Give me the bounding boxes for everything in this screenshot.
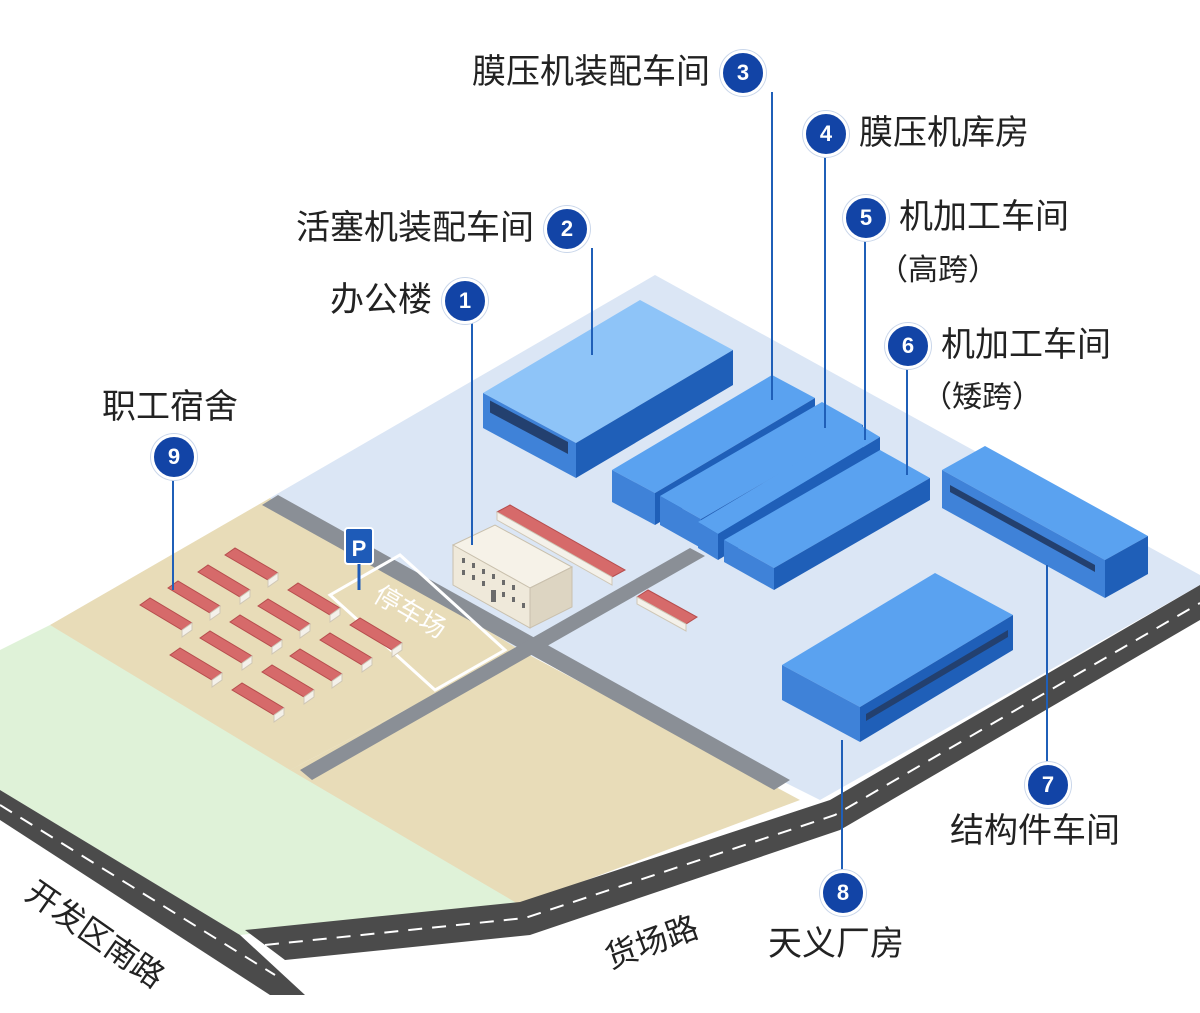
dorm-houses	[139, 547, 403, 723]
road-huochang	[245, 585, 1200, 960]
callout-piston-assembly[interactable]: 活塞机装配车间 2	[296, 206, 590, 252]
inner-road-south	[300, 548, 705, 780]
facility-badge-4: 4	[803, 111, 849, 157]
facility-badge-2: 2	[544, 206, 590, 252]
facility-name-8: 天义厂房	[768, 924, 904, 964]
facility-sub-6: （矮跨）	[922, 380, 1042, 415]
facility-name-1: 办公楼	[330, 280, 432, 321]
callout-diaphragm-assembly[interactable]: 膜压机装配车间 3	[472, 50, 766, 96]
facility-name-6: 机加工车间	[941, 325, 1111, 366]
facility-name-9: 职工宿舍	[102, 387, 238, 427]
facility-name-7: 结构件车间	[950, 811, 1120, 851]
facility-badge-9: 9	[151, 434, 197, 480]
facility-name-4: 膜压机库房	[859, 113, 1029, 154]
building-7	[942, 446, 1148, 598]
facility-name-2: 活塞机装配车间	[296, 208, 534, 249]
building-6	[724, 450, 930, 590]
leader-lines	[172, 92, 1048, 872]
callout-tianyi[interactable]: 8	[820, 870, 866, 916]
facility-badge-1: 1	[442, 278, 488, 324]
callout-machining-low[interactable]: 6 机加工车间	[885, 323, 1111, 369]
facility-badge-3: 3	[720, 50, 766, 96]
facility-name-3: 膜压机装配车间	[472, 52, 710, 93]
callout-office[interactable]: 办公楼 1	[330, 278, 488, 324]
building-2	[483, 300, 733, 478]
callout-diaphragm-warehouse[interactable]: 4 膜压机库房	[803, 111, 1029, 157]
dorm-zone	[50, 498, 520, 770]
building-8	[782, 573, 1013, 742]
parking-sign: P	[352, 536, 367, 561]
office-building	[451, 524, 574, 629]
facility-name-5: 机加工车间	[899, 197, 1069, 238]
callout-machining-high[interactable]: 5 机加工车间	[843, 195, 1069, 241]
facility-badge-5: 5	[843, 195, 889, 241]
callout-structural-parts[interactable]: 7	[1025, 762, 1071, 808]
facility-badge-6: 6	[885, 323, 931, 369]
facility-sub-5: （高跨）	[878, 253, 998, 288]
facility-badge-7: 7	[1025, 762, 1071, 808]
long-sheds	[495, 504, 698, 632]
callout-staff-dorm[interactable]: 9	[151, 434, 197, 480]
road-kaifaqu-south	[0, 790, 305, 995]
facility-badge-8: 8	[820, 870, 866, 916]
green-zone	[0, 625, 520, 935]
